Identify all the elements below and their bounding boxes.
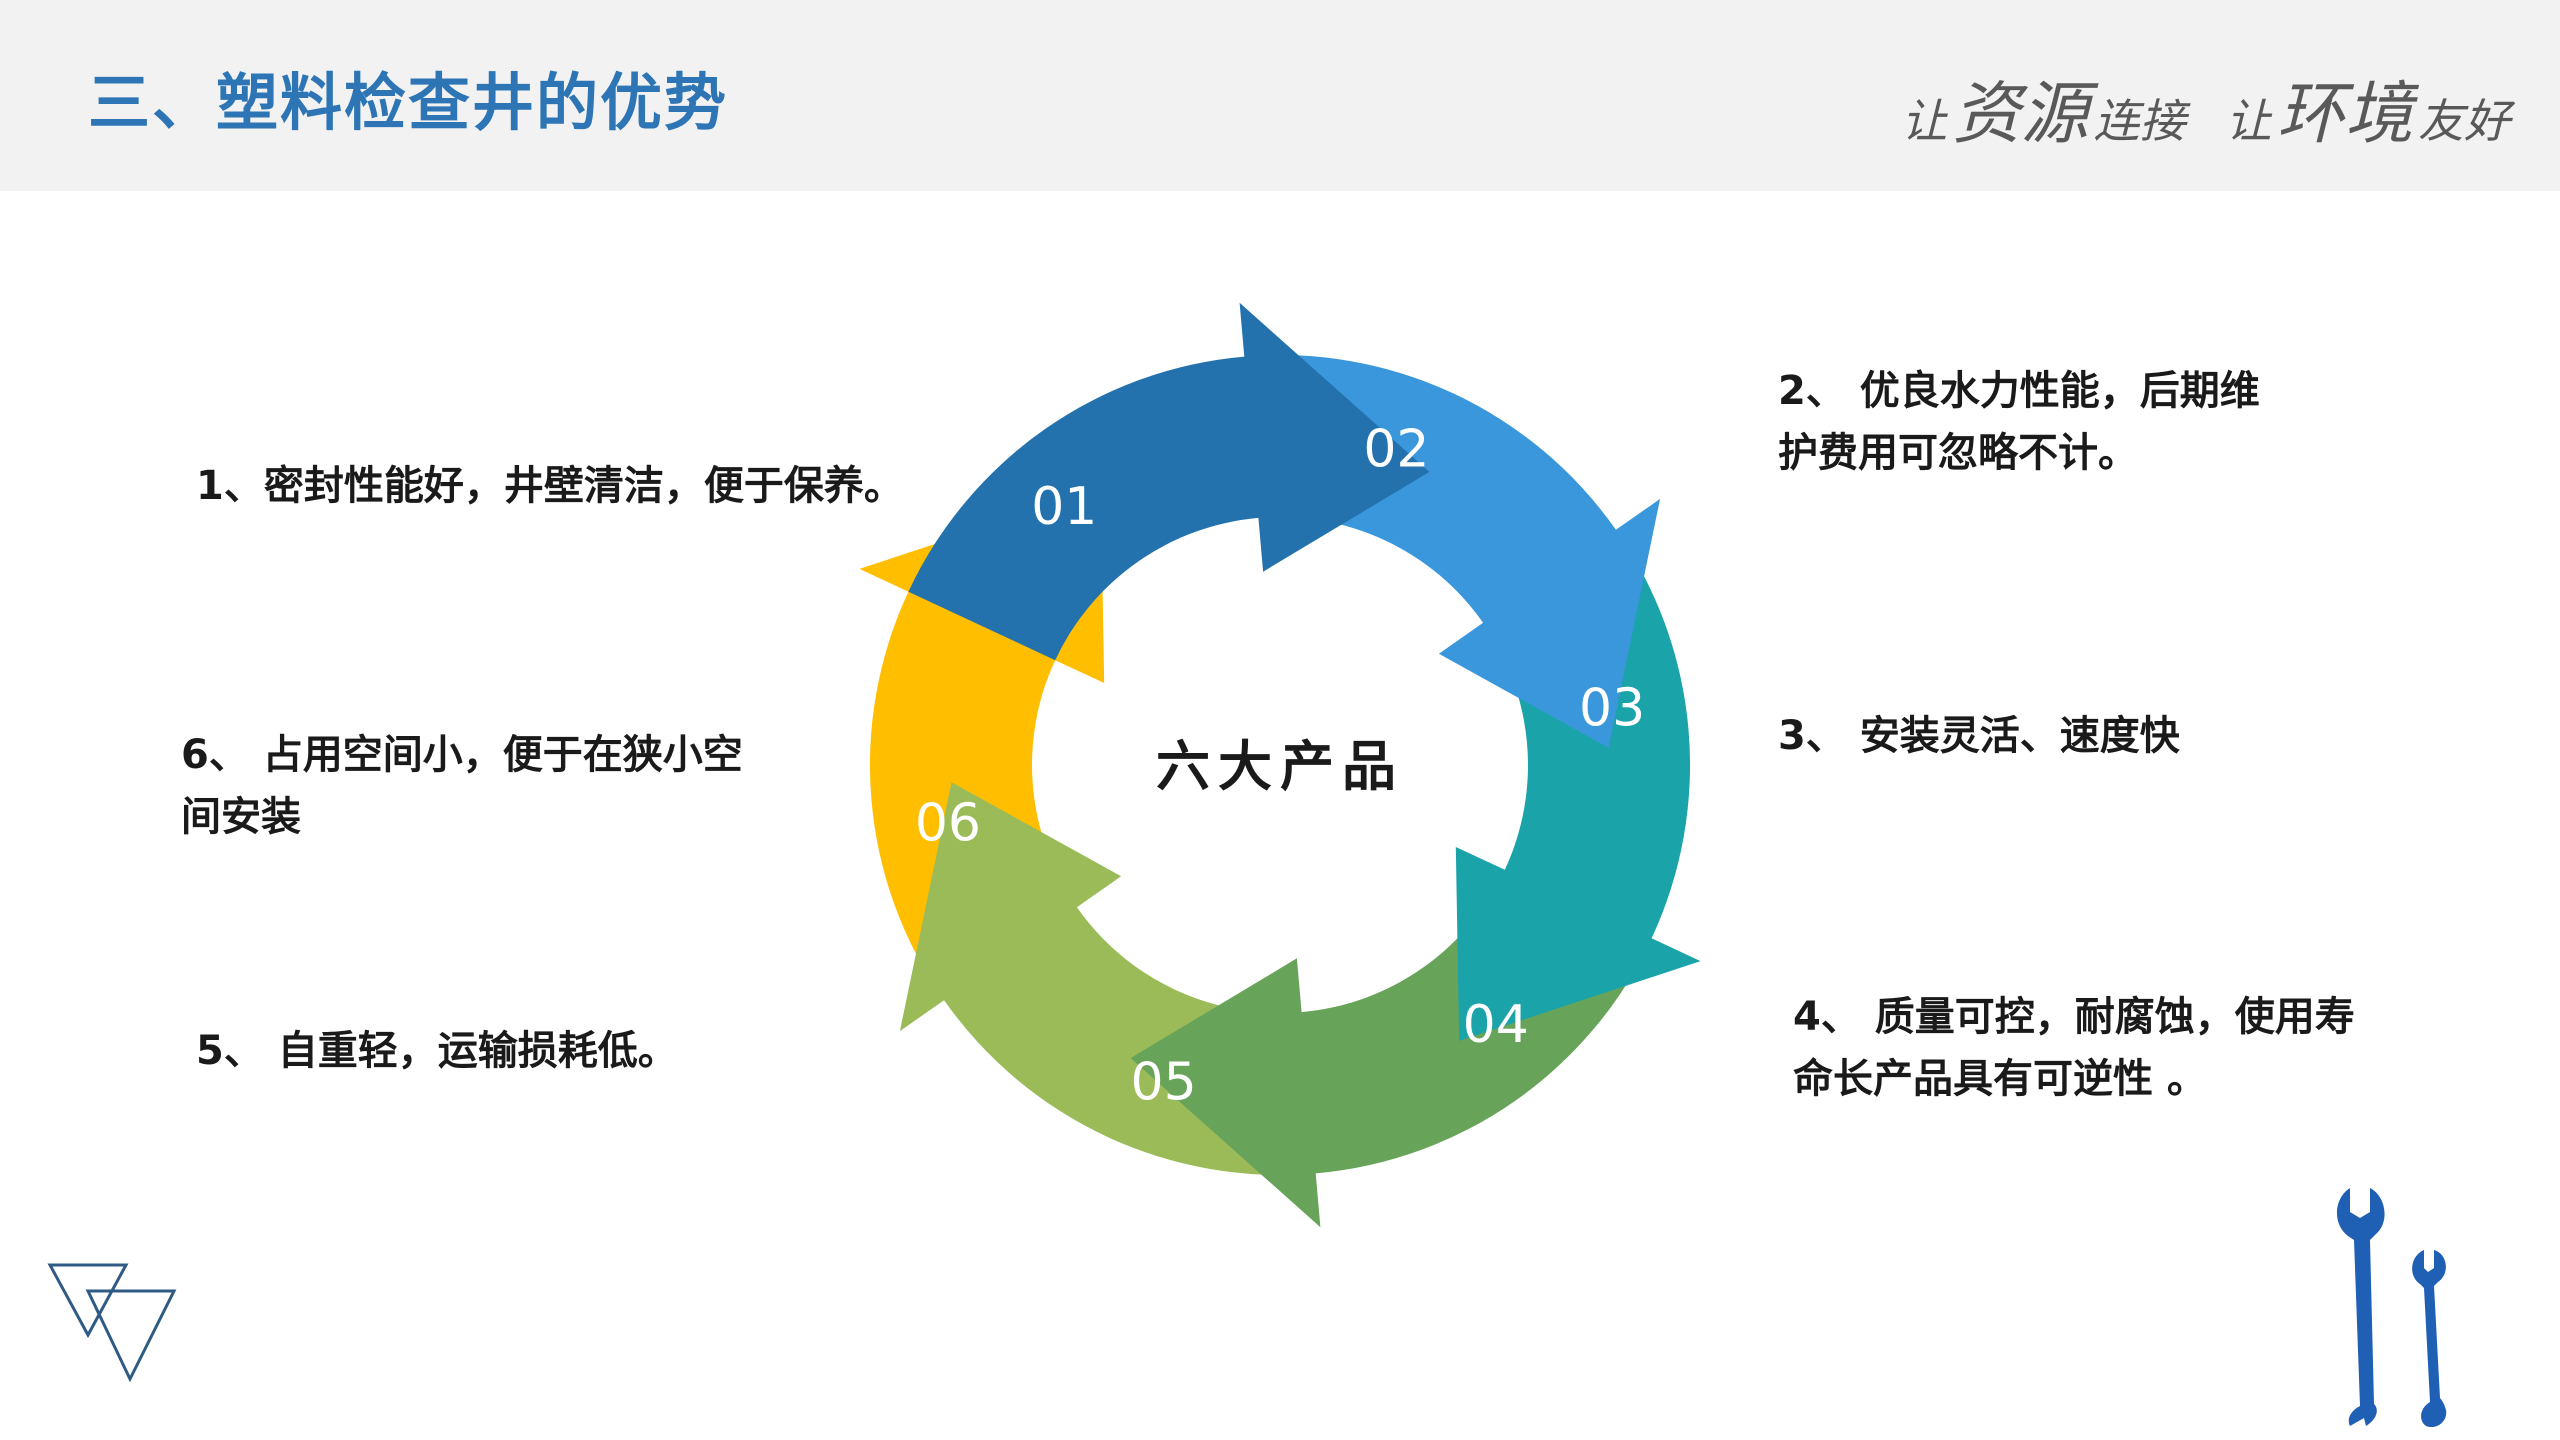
header-bar: 三、塑料检查井的优势 让 资源 连接 让 环境 友好 bbox=[0, 0, 2560, 191]
wrench-tools-icon bbox=[2336, 1188, 2447, 1428]
slogan: 让 资源 连接 让 环境 友好 bbox=[1901, 58, 2510, 157]
cycle-number-06: 06 bbox=[915, 793, 981, 853]
page-title: 三、塑料检查井的优势 bbox=[88, 66, 729, 139]
advantage-4-line: 命长产品具有可逆性 。 bbox=[1793, 1056, 2207, 1102]
advantage-1-line: 1、密封性能好，井壁清洁，便于保养。 bbox=[196, 463, 904, 509]
advantage-2-line: 2、 优良水力性能，后期维 bbox=[1778, 368, 2260, 414]
advantage-2-line: 护费用可忽略不计。 bbox=[1778, 430, 2138, 476]
advantage-5: 5、 自重轻，运输损耗低。 bbox=[196, 1020, 678, 1082]
slogan-part: 友好 bbox=[2418, 94, 2510, 148]
advantage-6: 6、 占用空间小，便于在狭小空 间安装 bbox=[181, 724, 743, 848]
advantage-2: 2、 优良水力性能，后期维 护费用可忽略不计。 bbox=[1778, 360, 2260, 484]
slogan-part: 让 bbox=[1901, 94, 1948, 148]
advantage-4-line: 4、 质量可控，耐腐蚀，使用寿 bbox=[1793, 994, 2355, 1040]
wrench-icon bbox=[2412, 1250, 2447, 1428]
advantage-6-line: 6、 占用空间小，便于在狭小空 bbox=[181, 732, 743, 778]
cycle-center-label: 六大产品 bbox=[1156, 735, 1404, 798]
slogan-part: 环境 bbox=[2276, 75, 2413, 154]
cycle-number-03: 03 bbox=[1579, 679, 1645, 739]
cycle-number-05: 05 bbox=[1131, 1052, 1197, 1112]
cycle-number-01: 01 bbox=[1031, 477, 1097, 537]
slogan-part: 资源 bbox=[1952, 75, 2089, 154]
advantage-4: 4、 质量可控，耐腐蚀，使用寿 命长产品具有可逆性 。 bbox=[1793, 986, 2355, 1110]
slogan-part: 让 bbox=[2225, 94, 2272, 148]
logo-triangle-icon bbox=[85, 1289, 177, 1383]
advantage-3-line: 3、 安装灵活、速度快 bbox=[1778, 713, 2180, 759]
slogan-part: 连接 bbox=[2093, 94, 2186, 148]
cycle-number-02: 02 bbox=[1363, 420, 1429, 480]
cycle-number-04: 04 bbox=[1463, 995, 1529, 1055]
advantage-3: 3、 安装灵活、速度快 bbox=[1778, 705, 2180, 767]
advantage-6-line: 间安装 bbox=[181, 794, 301, 840]
wrench-icon bbox=[2336, 1188, 2385, 1426]
cycle-segment-01 bbox=[908, 302, 1430, 661]
triangles-logo-icon bbox=[47, 1263, 177, 1383]
advantage-5-line: 5、 自重轻，运输损耗低。 bbox=[196, 1028, 678, 1074]
logo-triangle-icon bbox=[47, 1263, 129, 1339]
advantage-1: 1、密封性能好，井壁清洁，便于保养。 bbox=[196, 455, 904, 517]
